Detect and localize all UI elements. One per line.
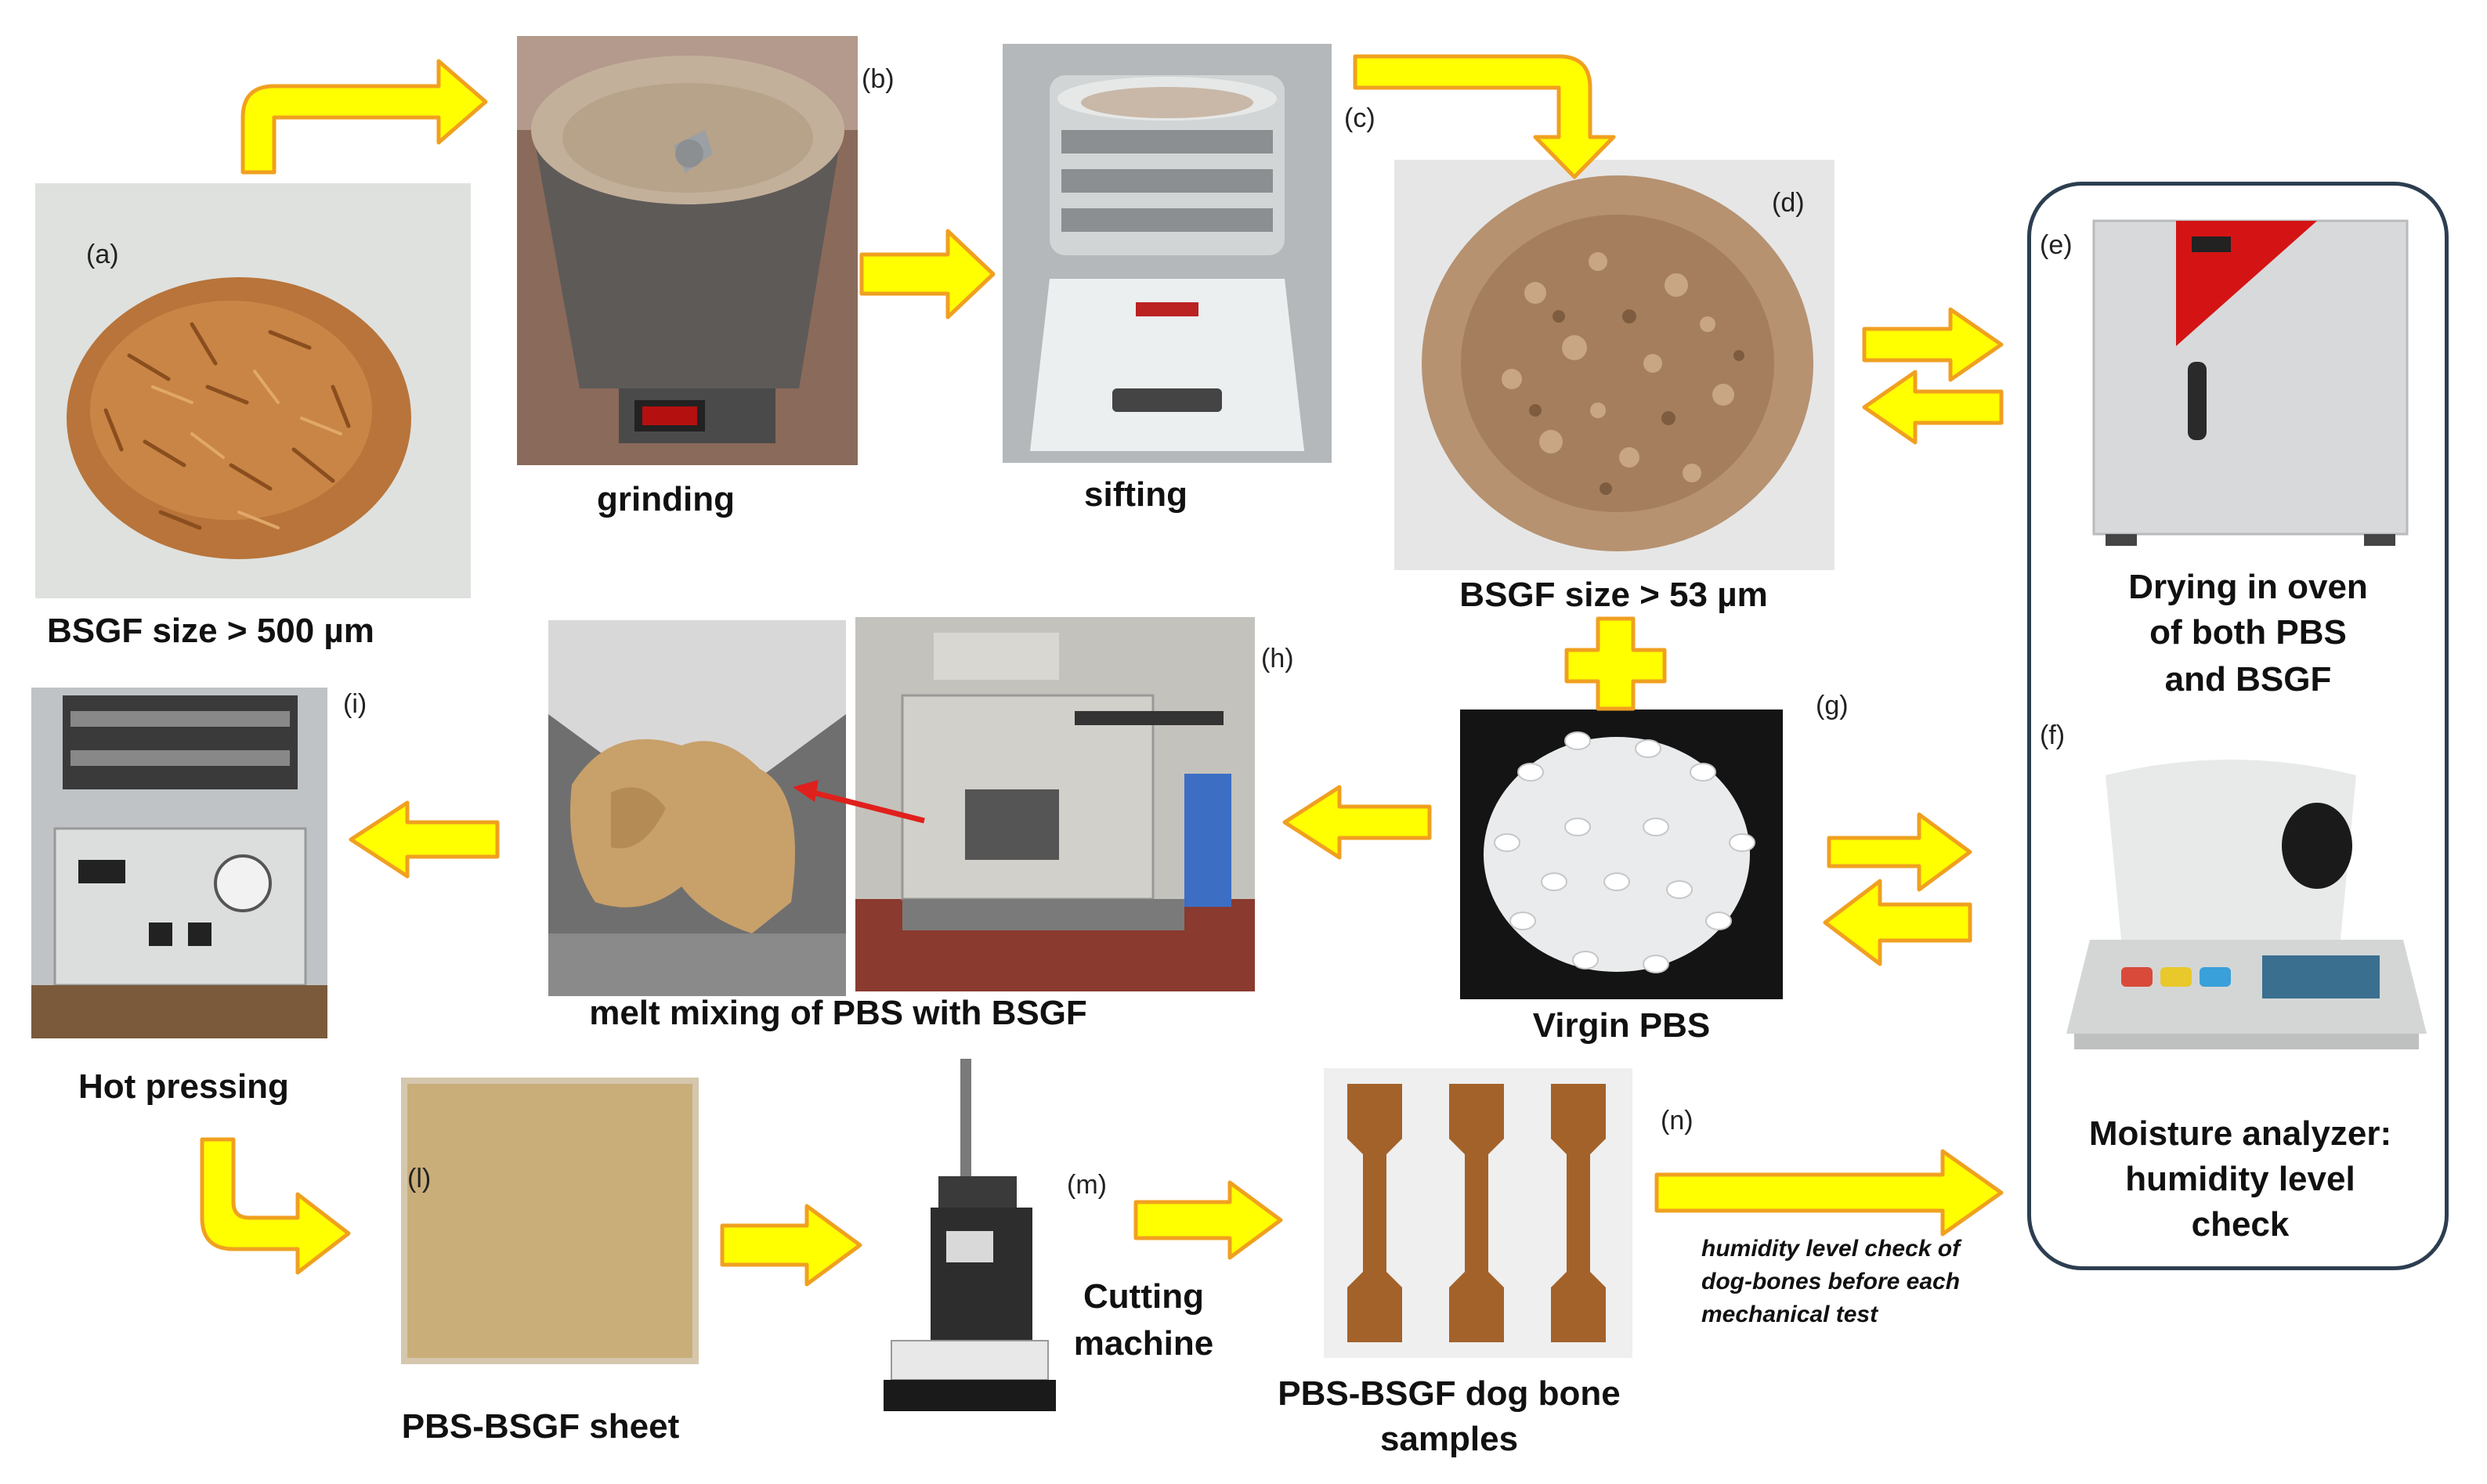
letter-i: (i) [343,689,367,719]
letter-g: (g) [1816,691,1849,720]
dog-bone-samples-photo [1324,1068,1632,1358]
plus-sign [1564,616,1667,711]
cutting-press-photo [876,1059,1057,1427]
caption-l: PBS-BSGF sheet [401,1407,680,1446]
arrow-a-to-b [240,59,488,175]
caption-i: Hot pressing [78,1067,289,1106]
grinder-photo [517,36,858,465]
caption-e-line3: and BSGF [2164,660,2332,699]
arrow-m-to-n [1133,1180,1283,1260]
letter-l: (l) [407,1164,432,1193]
arrow-h-to-i [349,800,500,879]
arrow-d-to-e [1862,307,2004,382]
arrow-b-to-c [859,229,996,320]
caption-g: Virgin PBS [1532,1006,1711,1045]
letter-a: (a) [86,240,119,269]
caption-n-line2: samples [1379,1420,1519,1458]
arrow-l-to-m [720,1204,862,1287]
caption-e-line2: of both PBS [2149,613,2347,652]
letter-b: (b) [862,64,895,94]
caption-c: sifting [1084,475,1187,514]
caption-f-line2: humidity level [2125,1160,2355,1198]
sieve-shaker-photo [1003,44,1332,463]
letter-e: (e) [2040,230,2073,260]
letter-d: (d) [1772,188,1805,218]
note-line3: mechanical test [1701,1302,1878,1327]
note-line1: humidity level check of [1701,1236,1961,1262]
rice-husk-fiber-photo [35,183,471,598]
arrow-n-to-f [1654,1149,2004,1237]
letter-n: (n) [1661,1106,1694,1136]
caption-b: grinding [597,480,735,518]
hot-press-photo [31,688,327,1038]
moisture-analyzer-photo [2059,752,2433,1089]
drying-moisture-panel [2027,182,2449,1270]
caption-f-line3: check [2191,1205,2290,1244]
arrow-g-to-h [1282,785,1432,860]
arrow-c-to-d [1353,54,1616,179]
letter-h: (h) [1261,644,1294,673]
letter-f: (f) [2040,720,2066,750]
note-line2: dog-bones before each [1701,1269,1961,1294]
melt-mixer-photo [548,620,846,996]
letter-c: (c) [1344,103,1375,133]
caption-a: BSGF size > 500 µm [47,612,374,650]
caption-d: BSGF size > 53 µm [1459,576,1768,614]
letter-m: (m) [1067,1170,1107,1200]
drying-oven-photo [2074,213,2428,558]
pbs-pellets-photo [1460,710,1783,999]
caption-f-line1: Moisture analyzer: [2088,1114,2392,1153]
arrow-f-to-g [1823,879,1972,966]
composite-sheet-photo [401,1078,699,1364]
caption-m-line2: machine [1073,1324,1214,1363]
caption-h: melt mixing of PBS with BSGF [589,994,1087,1032]
caption-n-line1: PBS-BSGF dog bone [1278,1374,1621,1413]
arrow-i-to-l [200,1137,351,1275]
caption-e-line1: Drying in oven [2128,568,2368,606]
arrow-e-to-d [1862,370,2004,445]
mixer-machine-photo [855,617,1255,991]
fiber-powder-photo [1394,160,1835,570]
arrow-g-to-f [1827,812,1972,892]
caption-m-line1: Cutting [1083,1277,1204,1316]
